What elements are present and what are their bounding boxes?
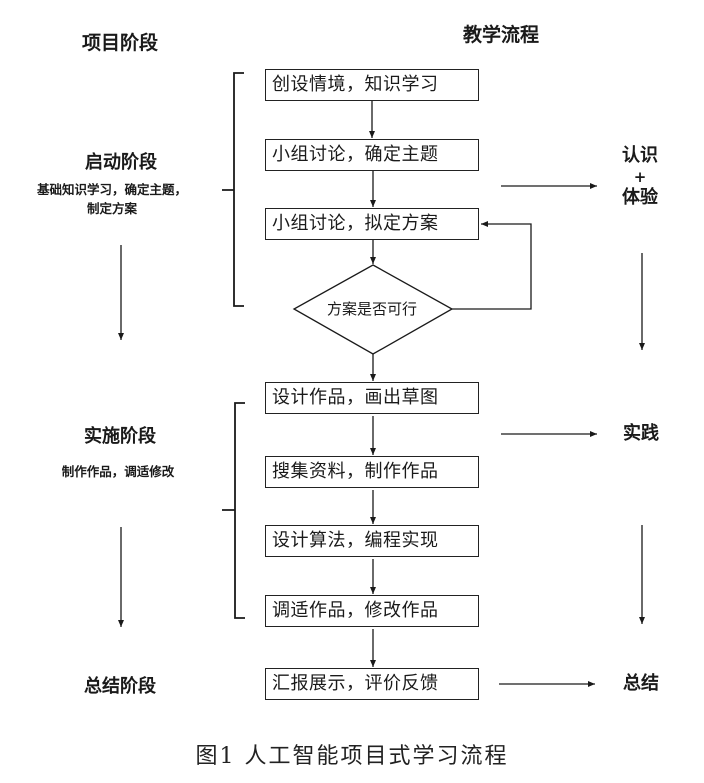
bracket-implementation-phase	[222, 402, 245, 619]
bracket-startup-phase	[222, 72, 244, 307]
outcome-line: 总结	[623, 673, 659, 694]
phase-desc-line: 制定方案	[86, 201, 138, 216]
phase-title-implementation: 实施阶段	[84, 426, 156, 447]
phase-desc-line: 制作作品，调适修改	[61, 464, 175, 479]
arrow-decision-feedback-loop	[452, 221, 532, 310]
phase-desc-startup: 基础知识学习，确定主题， 制定方案	[37, 180, 187, 218]
column-header-teaching-process: 教学流程	[462, 24, 540, 46]
decision-label: 方案是否可行	[326, 300, 418, 318]
step-confirm-topic: 小组讨论，确定主题	[265, 139, 479, 171]
outcome-line: 实践	[623, 423, 659, 444]
outcome-line: 体验	[622, 187, 658, 208]
step-report-evaluate: 汇报展示，评价反馈	[265, 668, 479, 700]
outcome-summary: 总结	[623, 672, 659, 696]
phase-desc-implementation: 制作作品，调适修改	[62, 462, 175, 481]
phase-title-summary: 总结阶段	[84, 676, 156, 697]
column-header-project-phase: 项目阶段	[81, 32, 159, 54]
step-design-algorithm: 设计算法，编程实现	[265, 525, 479, 557]
outcome-line: 认识	[622, 145, 658, 166]
step-design-sketch: 设计作品，画出草图	[265, 382, 479, 414]
figure-caption: 图1 人工智能项目式学习流程	[195, 744, 509, 769]
phase-desc-line: 基础知识学习，确定主题，	[36, 182, 188, 197]
step-draft-plan: 小组讨论，拟定方案	[265, 208, 479, 240]
step-collect-materials: 搜集资料，制作作品	[265, 456, 479, 488]
outcome-plus-sign: +	[633, 168, 647, 186]
outcome-practice: 实践	[623, 422, 659, 446]
step-create-context: 创设情境，知识学习	[265, 69, 479, 101]
phase-title-startup: 启动阶段	[85, 152, 157, 173]
outcome-cognition-experience: 认识 + 体验	[622, 144, 658, 210]
step-debug-revise: 调适作品，修改作品	[265, 595, 479, 627]
